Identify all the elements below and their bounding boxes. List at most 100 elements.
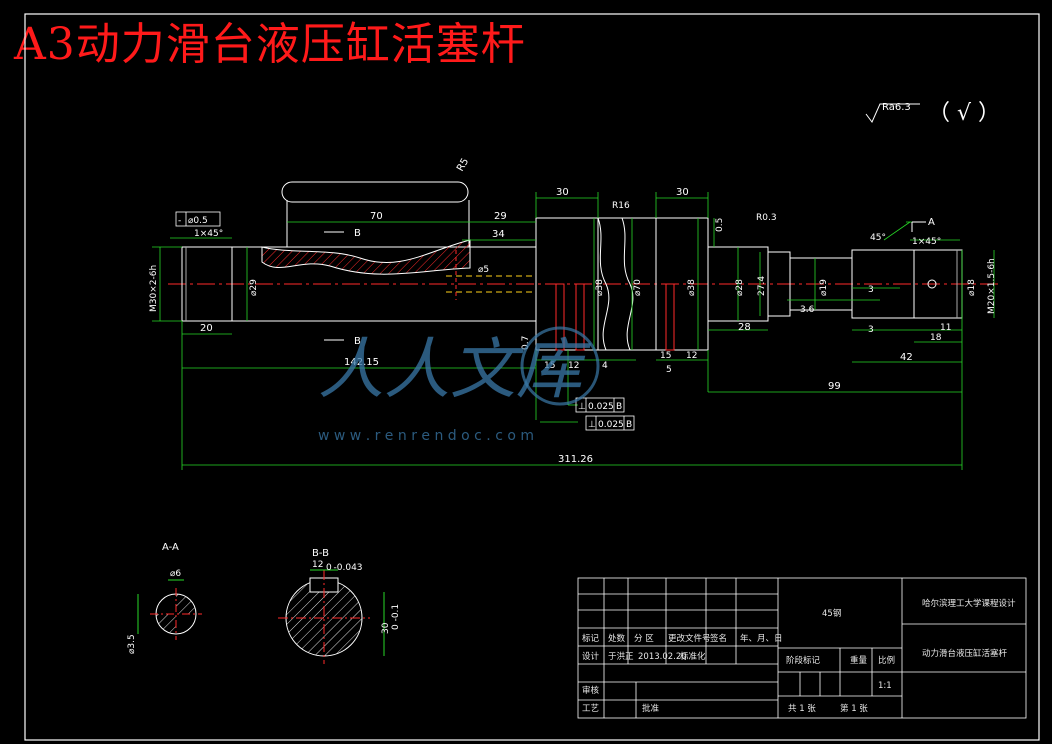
dim-30b: 30 <box>676 187 689 198</box>
tb-row-std: 标准化 <box>680 651 706 662</box>
dim-r5: R5 <box>455 156 471 173</box>
hidden-lines <box>446 275 536 293</box>
dim-r03: R0.3 <box>756 213 777 223</box>
roughness-symbol <box>865 103 920 123</box>
dim-07: 0.7 <box>521 336 531 350</box>
dim-70: 70 <box>370 211 383 222</box>
datum-a-label: A <box>928 217 935 228</box>
tb-row-check: 审核 <box>582 685 600 696</box>
tb-weight: 重量 <box>850 655 868 666</box>
dim-3a: 3 <box>868 285 874 295</box>
dim-depth30-tol: 0 -0.1 <box>391 604 401 630</box>
dim-phi70: ⌀70 <box>633 279 643 296</box>
tb-col-docno: 更改文件号 <box>668 633 711 644</box>
title-block-texts: 45钢 哈尔滨理工大学课程设计 动力滑台液压缸活塞杆 标记 处数 分 区 更改文… <box>582 598 1016 714</box>
dim-thread-r: M20×1.5-6h <box>987 258 997 314</box>
dim-99: 99 <box>828 381 841 392</box>
tb-col-zone: 分 区 <box>634 634 654 644</box>
tb-sheets-total: 共 1 张 <box>788 704 816 714</box>
shaft-outline <box>181 181 963 351</box>
dim-phi38a: ⌀38 <box>595 279 605 296</box>
tolerance-dia-text: ⌀0.5 <box>188 216 208 226</box>
dim-depth30: 30 <box>381 622 391 634</box>
dim-18: 18 <box>930 333 942 343</box>
dim-phi6: ⌀6 <box>170 569 181 579</box>
dim-phi35: ⌀3.5 <box>127 634 137 654</box>
dim-31126: 311.26 <box>558 454 593 465</box>
tb-row-design: 设计 <box>582 651 600 662</box>
tb-material: 45钢 <box>822 608 841 619</box>
dim-ch45a: 1×45° <box>194 229 223 239</box>
dim-05: 0.5 <box>715 218 725 232</box>
dim-thread-l: M30×2-6h <box>149 265 159 312</box>
dim-15b: 15 <box>660 351 671 361</box>
datum-a-marker <box>911 221 926 232</box>
dim-29: 29 <box>494 211 507 222</box>
dim-42: 42 <box>900 352 913 363</box>
tb-col-sign: 签名 <box>710 633 727 644</box>
dimension-texts: R5 70 29 34 30 30 R16 R0.3 0.5 1×45° 1×4… <box>149 156 997 465</box>
perp-symbol-1: ⊥ <box>578 402 586 412</box>
tol-perp2-val: 0.025 <box>598 420 624 430</box>
section-b-view: B-B 12 0 -0.043 30 0 -0.1 <box>278 548 401 664</box>
roughness-mark: （ √ ） <box>928 101 1000 126</box>
tb-school: 哈尔滨理工大学课程设计 <box>922 598 1016 609</box>
section-b-label: B-B <box>312 548 329 559</box>
tb-col-mark: 标记 <box>582 633 600 644</box>
watermark: 人人文库 w w w . r e n r e n d o c . c o m <box>318 326 600 444</box>
tb-scale: 1:1 <box>878 681 892 691</box>
drawing-title: A3动力滑台液压缸活塞杆 <box>14 19 526 70</box>
dim-12b: 12 <box>686 351 697 361</box>
dim-phi28: ⌀28 <box>735 279 745 296</box>
tolerance-perp-frames <box>575 397 635 431</box>
dim-r16: R16 <box>612 201 630 211</box>
section-a-label: A-A <box>162 542 179 553</box>
watermark-url: w w w . r e n r e n d o c . c o m <box>318 428 534 444</box>
tb-row-process: 工艺 <box>582 704 599 714</box>
break-section-hatch <box>261 239 471 275</box>
dim-width12: 12 <box>312 560 323 570</box>
title-block <box>577 577 1027 719</box>
dim-34: 34 <box>492 229 505 240</box>
dim-36: 3.6 <box>800 305 815 315</box>
tb-designer: 于洪正 <box>608 651 634 662</box>
dim-ang45: 45° <box>870 233 886 243</box>
dimension-lines <box>152 192 995 470</box>
tb-row-approve: 批准 <box>642 703 660 714</box>
dim-28: 28 <box>738 322 751 333</box>
perp-symbol-2: ⊥ <box>588 420 596 430</box>
dim-274: 27.4 <box>757 276 767 296</box>
dim-phi29: ⌀29 <box>249 279 259 296</box>
tb-stage: 阶段标记 <box>786 655 821 666</box>
tb-part-name: 动力滑台液压缸活塞杆 <box>922 648 1008 659</box>
tol-perp1-val: 0.025 <box>588 402 614 412</box>
dim-3b: 3 <box>868 325 874 335</box>
dim-phi38b: ⌀38 <box>687 279 697 296</box>
tolerance-frame-dia <box>175 211 221 227</box>
dim-4: 4 <box>602 361 608 371</box>
tb-col-count: 处数 <box>608 633 626 644</box>
tb-scale-label: 比例 <box>878 655 895 666</box>
dim-ch45b: 1×45° <box>912 237 941 247</box>
roughness-value: Ra6.3 <box>882 102 911 113</box>
tb-sheet-no: 第 1 张 <box>840 703 868 714</box>
dim-12a: 12 <box>568 361 579 371</box>
tol-perp2-ref: B <box>626 420 632 430</box>
sheet-frame <box>24 13 1040 741</box>
dim-phi19: ⌀19 <box>819 279 829 296</box>
dim-5: 5 <box>666 365 672 375</box>
tb-design-date: 2013.02.20 <box>638 652 687 662</box>
dim-phi18: ⌀18 <box>967 279 977 296</box>
section-arrow-b <box>324 231 344 341</box>
dim-20: 20 <box>200 323 213 334</box>
section-arrow-b-bottom: B <box>354 336 361 347</box>
dim-11: 11 <box>940 323 951 333</box>
tb-col-date: 年、月、日 <box>740 633 783 644</box>
tolerance-dash: - <box>178 216 181 226</box>
section-a-view: A-A ⌀6 ⌀3.5 <box>127 542 202 654</box>
watermark-text: 人人文库 <box>318 331 592 408</box>
dim-width12-tol: 0 -0.043 <box>326 563 363 573</box>
tol-perp1-ref: B <box>616 402 622 412</box>
dim-30a: 30 <box>556 187 569 198</box>
